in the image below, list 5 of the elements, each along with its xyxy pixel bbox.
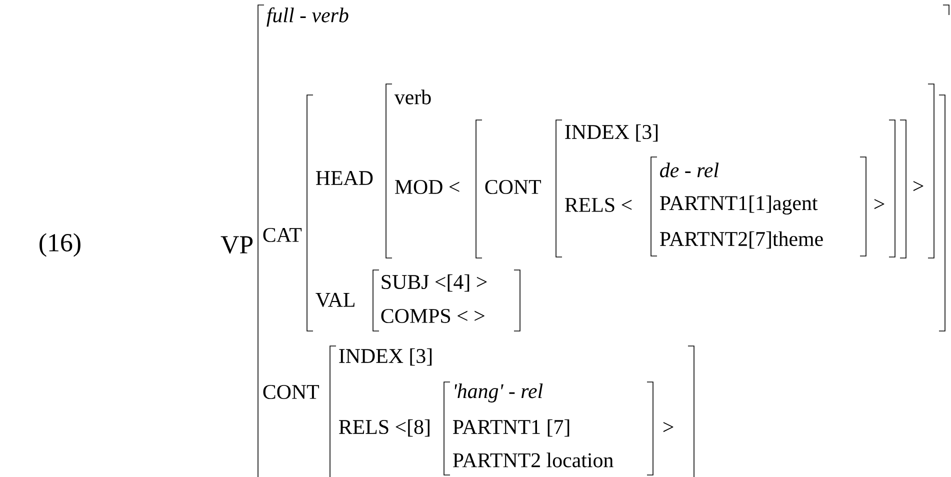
attribute-matrix: de - rel PARTNT1[1]agent PARTNT2[7]theme [650, 156, 866, 256]
example-number: (16) [40, 233, 80, 257]
category-label: VP [220, 236, 253, 254]
attribute-matrix: 'hang' - rel PARTNT1 [7] PARTNT2 location [444, 382, 654, 476]
attribute-matrix: SUBJ <[4] > COMPS < > [372, 270, 520, 332]
